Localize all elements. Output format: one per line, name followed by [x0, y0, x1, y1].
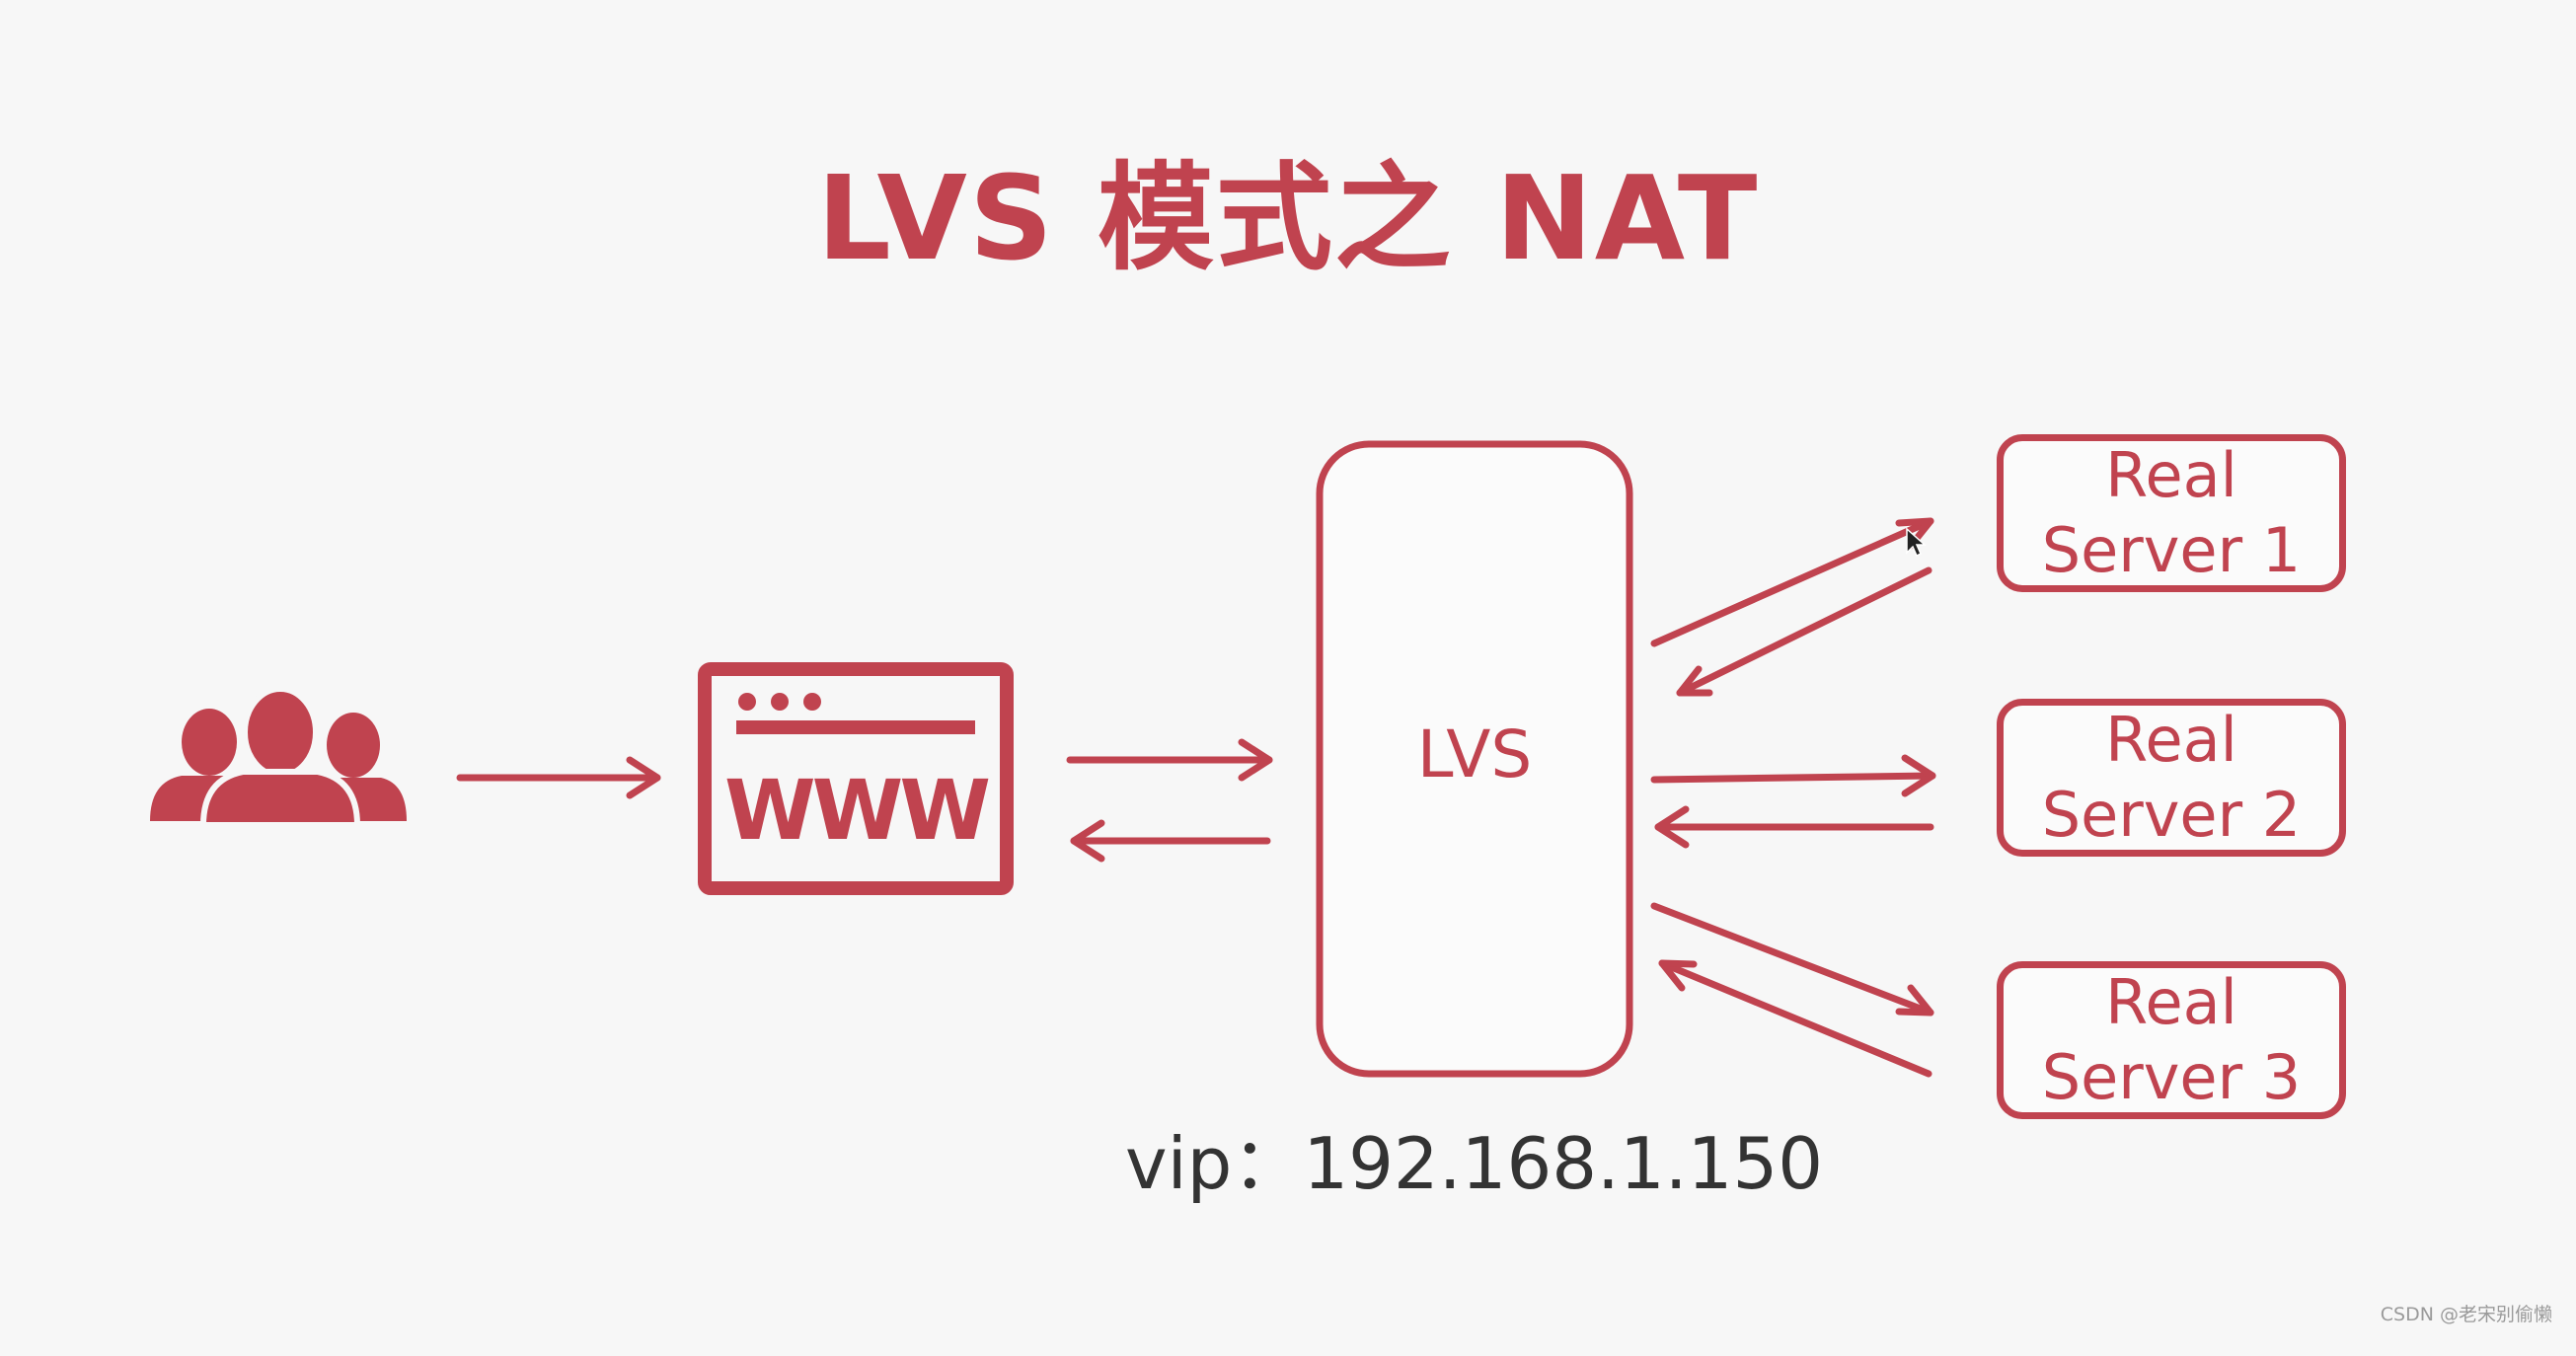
- real-server-1-line2: Server 1: [2041, 514, 2302, 586]
- mouse-cursor-icon: [1906, 527, 1927, 558]
- arrow-lvs-to-server3: [1650, 902, 1934, 1017]
- real-server-2-line2: Server 2: [2041, 779, 2302, 851]
- vip-label: vip：192.168.1.150: [1125, 1122, 1824, 1205]
- slide-title: LVS 模式之 NAT: [816, 150, 1760, 286]
- lvs-label: LVS: [1416, 716, 1533, 792]
- real-server-2-line1: Real: [2105, 704, 2237, 776]
- arrow-server2-to-lvs: [1654, 805, 1934, 849]
- arrow-lvs-to-www: [1070, 819, 1271, 863]
- arrow-server3-to-lvs: [1658, 959, 1932, 1078]
- lvs-box: [1316, 440, 1633, 1078]
- real-server-2-box: Real Server 2: [1997, 699, 2346, 857]
- real-server-1-box: Real Server 1: [1997, 434, 2346, 592]
- arrow-users-to-www: [456, 756, 661, 799]
- www-label: WWW: [724, 762, 989, 859]
- browser-window-icon: WWW: [698, 662, 1014, 895]
- real-server-3-line2: Server 3: [2041, 1041, 2302, 1113]
- arrow-server1-to-lvs: [1676, 566, 1932, 697]
- users-group-icon: [150, 686, 407, 828]
- watermark: CSDN @老宋别偷懒: [2380, 1304, 2552, 1325]
- real-server-3-line1: Real: [2105, 966, 2237, 1038]
- arrow-lvs-to-server1: [1650, 517, 1934, 647]
- arrow-lvs-to-server2: [1650, 754, 1936, 797]
- real-server-1-line1: Real: [2105, 439, 2237, 511]
- real-server-3-box: Real Server 3: [1997, 961, 2346, 1119]
- arrow-www-to-lvs: [1066, 738, 1273, 782]
